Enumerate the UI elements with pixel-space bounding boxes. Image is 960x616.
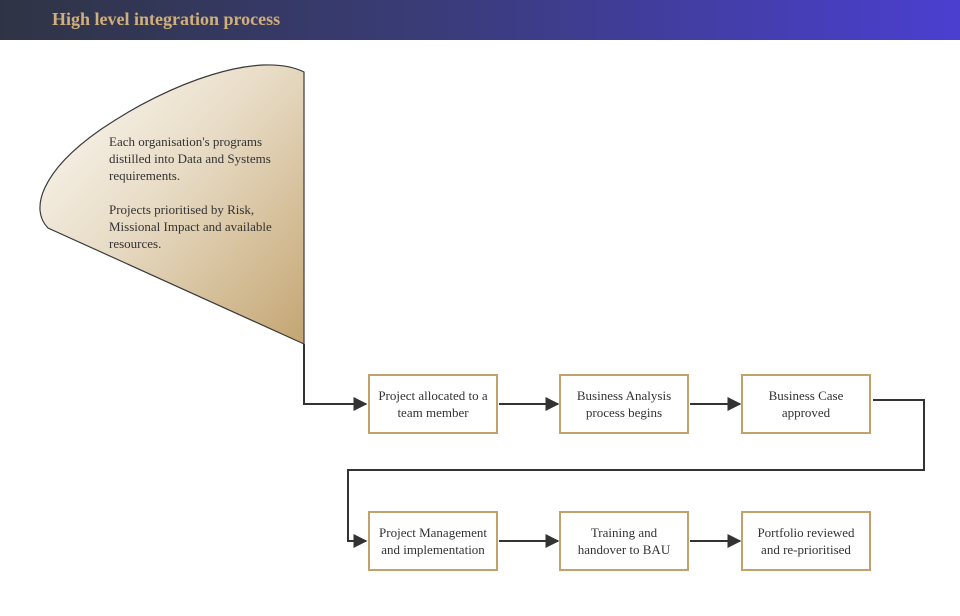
step-label: Training and handover to BAU <box>577 525 671 557</box>
intro-text: Each organisation's programs distilled i… <box>109 133 299 269</box>
step-project-allocated: Project allocated to a team member <box>368 374 498 434</box>
step-business-analysis: Business Analysis process begins <box>559 374 689 434</box>
step-label: Project allocated to a team member <box>378 388 488 420</box>
page-title: High level integration process <box>52 9 281 29</box>
connector-intro-to-step1 <box>303 344 368 411</box>
intro-leaf-shape <box>39 64 305 345</box>
step-label: Portfolio reviewed and re-prioritised <box>757 525 855 557</box>
intro-paragraph-1: Each organisation's programs distilled i… <box>109 134 271 183</box>
connector-step3-to-step4 <box>347 399 925 548</box>
step-training-handover: Training and handover to BAU <box>559 511 689 571</box>
step-project-management: Project Management and implementation <box>368 511 498 571</box>
step-label: Business Case approved <box>768 388 844 420</box>
header-bar: High level integration process <box>0 0 960 40</box>
intro-paragraph-2: Projects prioritised by Risk, Missional … <box>109 202 272 251</box>
step-label: Project Management and implementation <box>379 525 487 557</box>
step-business-case: Business Case approved <box>741 374 871 434</box>
step-label: Business Analysis process begins <box>576 388 672 420</box>
step-portfolio-reviewed: Portfolio reviewed and re-prioritised <box>741 511 871 571</box>
